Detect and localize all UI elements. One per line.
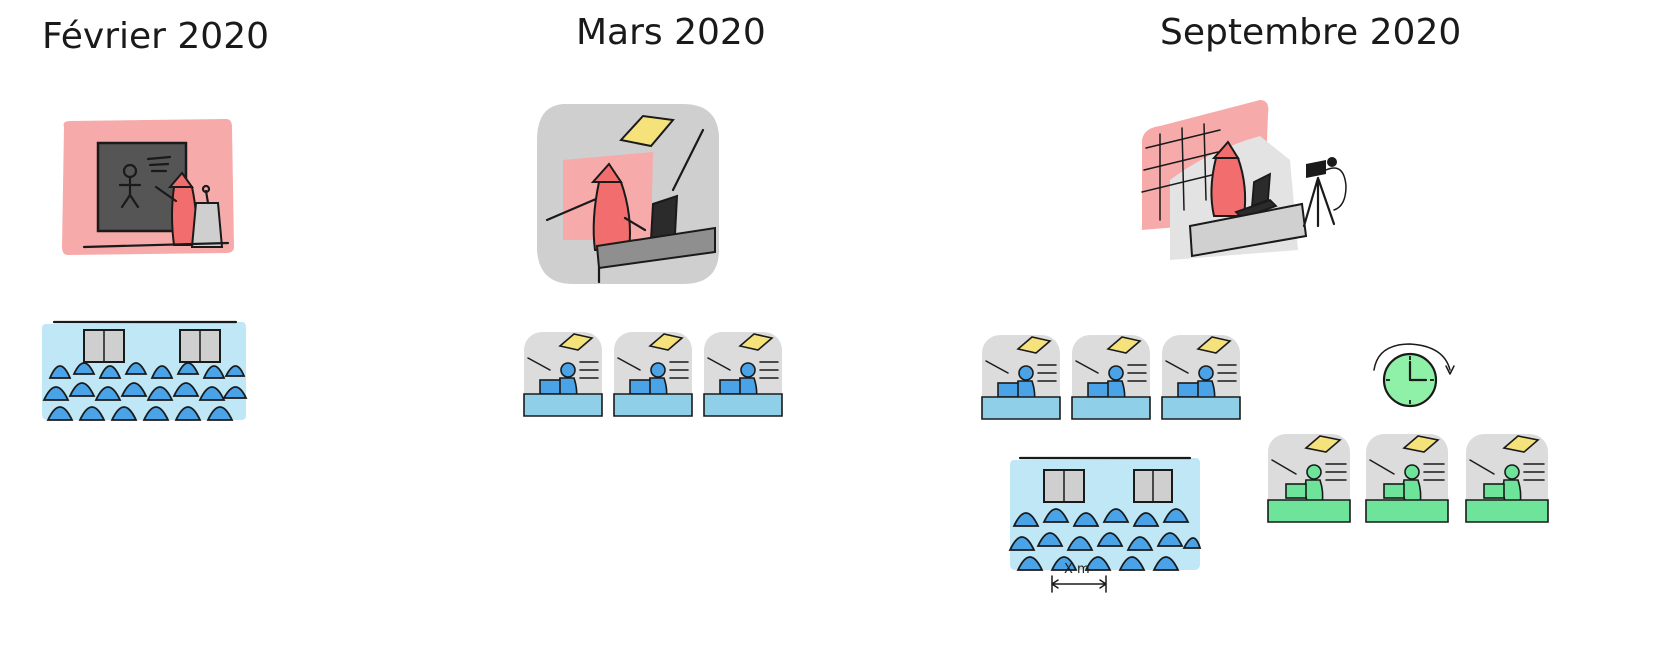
column-title-mars: Mars 2020: [576, 12, 766, 53]
teacher-filmed-camera-illustration: [1130, 100, 1350, 265]
teacher-blackboard-illustration: [58, 115, 238, 265]
column-title-fevrier: Février 2020: [42, 16, 270, 57]
distance-label: X m: [1064, 562, 1090, 577]
remote-students-blue-group-september: [980, 333, 1242, 425]
clock-icon: [1368, 340, 1458, 410]
lecture-hall-distancing-illustration: [1008, 456, 1202, 596]
remote-students-blue-group: [522, 330, 784, 422]
teacher-remote-computer-illustration: [533, 100, 723, 288]
column-title-septembre: Septembre 2020: [1160, 12, 1462, 53]
lecture-hall-students-illustration: [40, 318, 248, 423]
remote-students-green-group: [1266, 432, 1552, 528]
